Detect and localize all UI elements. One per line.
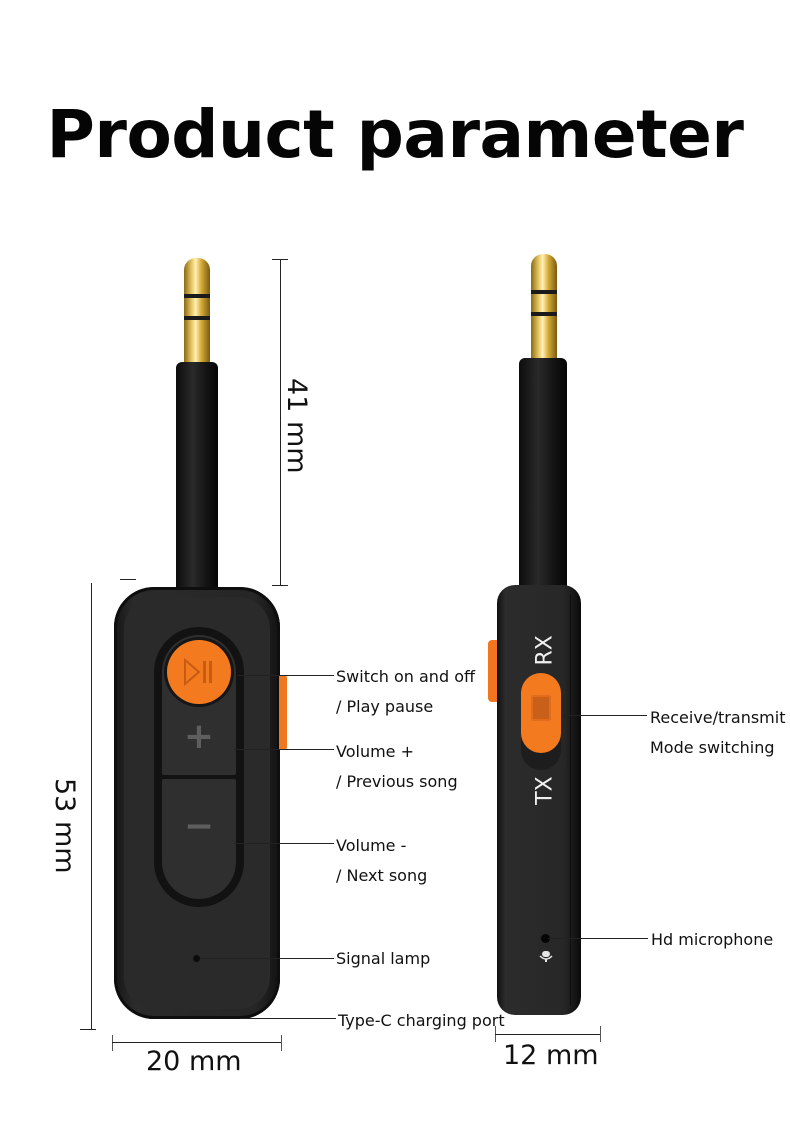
volume-up-button[interactable]: +	[162, 635, 236, 775]
front-device-body: + −	[114, 587, 280, 1019]
button-panel: + −	[154, 627, 244, 907]
play-pause-icon	[184, 657, 212, 687]
rx-label: RX	[532, 635, 558, 666]
jack-cable-side	[519, 358, 567, 590]
signal-lamp	[193, 955, 200, 962]
microphone-hole	[541, 934, 550, 943]
play-pause-button[interactable]	[167, 640, 231, 704]
body-height-label: 53 mm	[49, 778, 80, 874]
volume-down-button[interactable]: −	[162, 779, 236, 899]
microphone-icon	[539, 950, 553, 964]
page-title: Product parameter	[46, 96, 744, 173]
jack-cable	[176, 362, 218, 594]
body-thickness-label: 12 mm	[503, 1040, 599, 1071]
jack-plug-tip	[184, 258, 210, 364]
plug-length-label: 41 mm	[281, 378, 312, 474]
plus-icon: +	[183, 716, 215, 757]
jack-plug-tip-side	[531, 254, 557, 360]
tx-label: TX	[532, 776, 558, 805]
mode-switch-toggle[interactable]	[521, 673, 561, 753]
body-width-label: 20 mm	[146, 1046, 242, 1077]
side-device-body	[497, 585, 581, 1015]
minus-icon: −	[183, 806, 215, 847]
power-side-button[interactable]	[279, 675, 287, 750]
